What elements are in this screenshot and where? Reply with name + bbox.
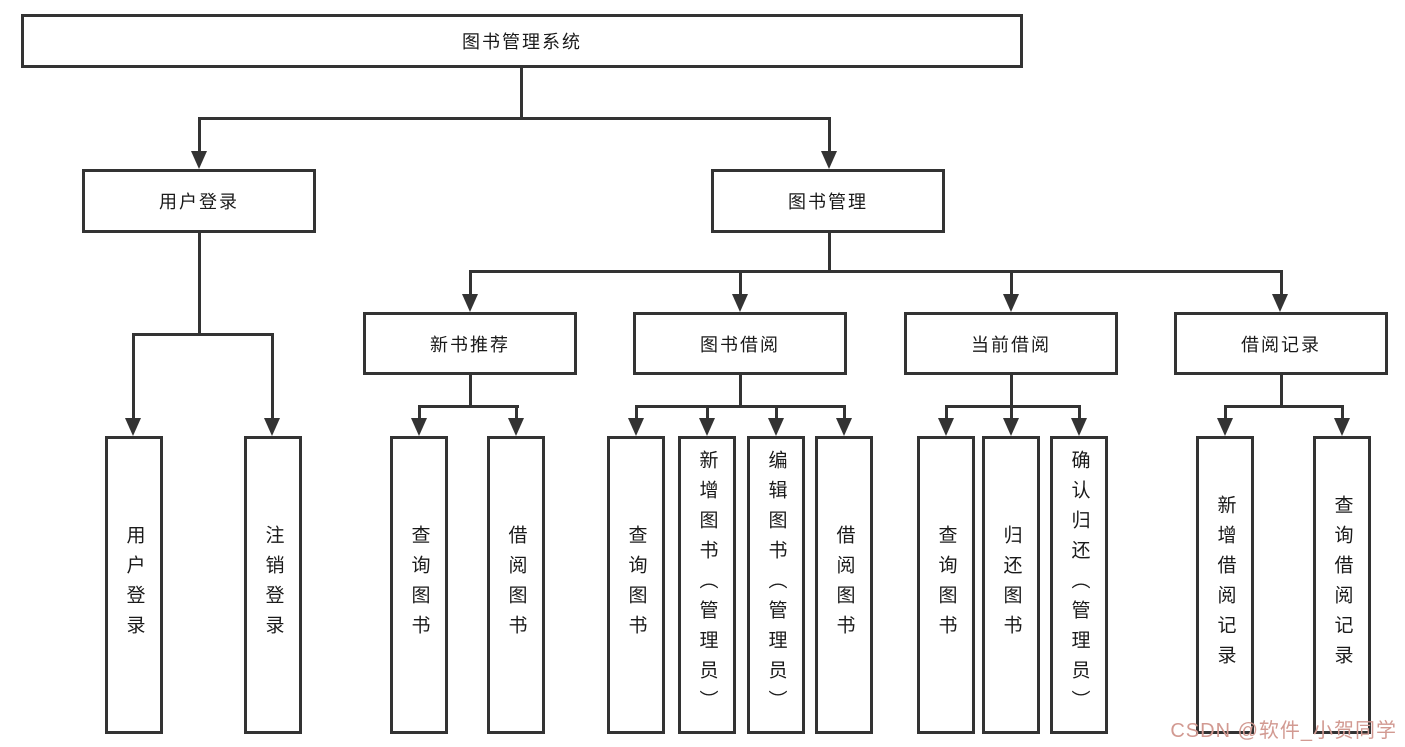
node-borrow-records-label: 借阅记录 [1241,334,1321,355]
connector-stem-leaf [843,405,846,418]
arrowhead [1003,418,1019,436]
connector-stem-leaf [635,405,638,418]
connector-trunk-new-book [469,375,472,408]
arrowhead [768,418,784,436]
node-book-management-label: 图书管理 [788,192,868,212]
connector-stem-leaf [132,333,135,418]
node-new-book-recommend-label: 新书推荐 [430,334,510,355]
connector-branch-borrow-records [1224,405,1344,408]
leaf-add-book-admin-label: 新增图书（管理员） [696,450,718,720]
leaf-query-books-3-label: 查询图书 [935,525,957,645]
node-user-login-label: 用户登录 [159,192,239,212]
leaf-borrow-books-1-label: 借阅图书 [505,525,527,645]
arrowhead [1272,294,1288,312]
leaf-return-books-label: 归还图书 [1000,525,1022,645]
leaf-borrow-books-2: 借阅图书 [815,436,873,734]
connector-stem-leaf [1010,405,1013,418]
arrowhead [191,151,207,169]
connector-stem-leaf [271,333,274,418]
leaf-query-borrow-record: 查询借阅记录 [1313,436,1371,734]
leaf-confirm-return-admin-label: 确认归还（管理员） [1068,450,1090,720]
node-current-borrow-label: 当前借阅 [971,334,1051,355]
leaf-logout-label: 注销登录 [262,525,284,645]
connector-stem-level3 [739,270,742,294]
node-new-book-recommend: 新书推荐 [363,312,577,375]
leaf-edit-book-admin-label: 编辑图书（管理员） [765,450,787,720]
arrowhead [628,418,644,436]
connector-branch-user-login [132,333,274,336]
arrowhead [732,294,748,312]
arrowhead [125,418,141,436]
connector-user-login-trunk [198,233,201,336]
node-borrow-records: 借阅记录 [1174,312,1388,375]
connector-branch-current-borrow [945,405,1081,408]
connector-stem-leaf [1341,405,1344,418]
leaf-query-books-2: 查询图书 [607,436,665,734]
connector-stem-book-management [828,117,831,151]
leaf-user-login-label: 用户登录 [123,525,145,645]
connector-stem-user-login [198,117,201,151]
connector-stem-leaf [1224,405,1227,418]
connector-branch-level2 [198,117,831,120]
arrowhead [1217,418,1233,436]
connector-stem-level3 [1010,270,1013,294]
arrowhead [1071,418,1087,436]
connector-branch-level3 [469,270,1283,273]
connector-branch-book-borrow [635,405,846,408]
connector-book-management-trunk [828,233,831,273]
node-book-borrow-label: 图书借阅 [700,334,780,355]
connector-stem-leaf [706,405,709,418]
node-root: 图书管理系统 [21,14,1023,68]
csdn-watermark: CSDN @软件_小贺同学 [1170,720,1397,742]
node-user-login: 用户登录 [82,169,316,233]
node-book-borrow: 图书借阅 [633,312,847,375]
leaf-add-borrow-record: 新增借阅记录 [1196,436,1254,734]
node-book-management: 图书管理 [711,169,945,233]
leaf-return-books: 归还图书 [982,436,1040,734]
arrowhead [508,418,524,436]
arrowhead [1334,418,1350,436]
connector-stem-leaf [418,405,421,418]
leaf-query-borrow-record-label: 查询借阅记录 [1331,495,1353,675]
connector-stem-level3 [469,270,472,294]
leaf-query-books-1: 查询图书 [390,436,448,734]
arrowhead [462,294,478,312]
arrowhead [411,418,427,436]
connector-trunk-borrow-records [1280,375,1283,408]
connector-root-trunk [520,68,523,120]
connector-stem-leaf [515,405,518,418]
leaf-borrow-books-1: 借阅图书 [487,436,545,734]
node-root-label: 图书管理系统 [462,32,582,52]
arrowhead [1003,294,1019,312]
leaf-add-borrow-record-label: 新增借阅记录 [1214,495,1236,675]
leaf-query-books-2-label: 查询图书 [625,525,647,645]
node-current-borrow: 当前借阅 [904,312,1118,375]
connector-stem-leaf [945,405,948,418]
connector-stem-leaf [1078,405,1081,418]
arrowhead [836,418,852,436]
leaf-user-login: 用户登录 [105,436,163,734]
connector-stem-leaf [775,405,778,418]
arrowhead [821,151,837,169]
connector-branch-new-book [418,405,519,408]
leaf-query-books-1-label: 查询图书 [408,525,430,645]
connector-trunk-current-borrow [1010,375,1013,408]
leaf-confirm-return-admin: 确认归还（管理员） [1050,436,1108,734]
connector-trunk-book-borrow [739,375,742,408]
arrowhead [699,418,715,436]
leaf-query-books-3: 查询图书 [917,436,975,734]
arrowhead [264,418,280,436]
leaf-logout: 注销登录 [244,436,302,734]
leaf-add-book-admin: 新增图书（管理员） [678,436,736,734]
connector-stem-level3 [1280,270,1283,294]
arrowhead [938,418,954,436]
leaf-borrow-books-2-label: 借阅图书 [833,525,855,645]
leaf-edit-book-admin: 编辑图书（管理员） [747,436,805,734]
